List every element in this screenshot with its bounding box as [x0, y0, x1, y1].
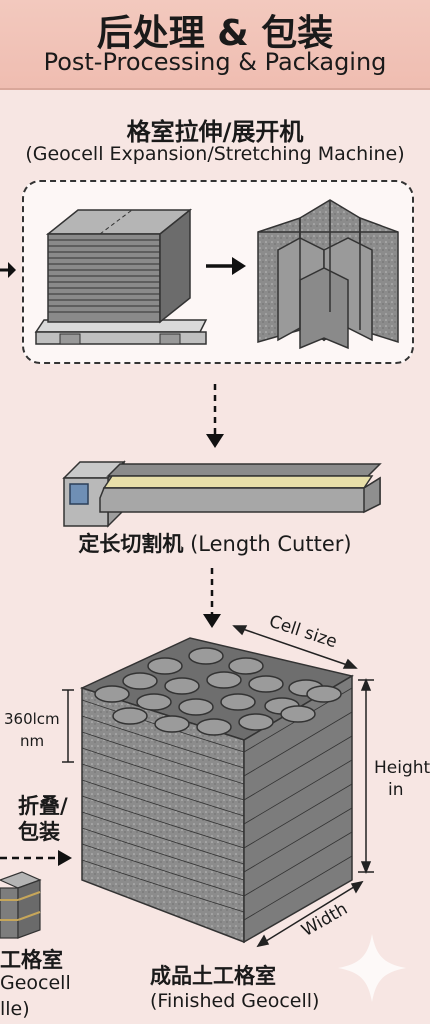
length-cutter-label: 定长切割机 (Length Cutter)	[0, 528, 430, 558]
expand-arrow-icon	[206, 257, 246, 275]
length-cutter-label-en: (Length Cutter)	[190, 532, 352, 556]
packed-bundle-label-en2: lle)	[0, 998, 30, 1020]
incoming-arrow-icon	[0, 262, 16, 278]
expansion-title-en: (Geocell Expansion/Stretching Machine)	[25, 143, 405, 165]
length-cutter-machine-icon	[62, 460, 382, 528]
expanded-geocell-icon	[257, 199, 399, 350]
height-label-line1: Height	[374, 758, 430, 778]
page-header: 后处理 & 包装 Post-Processing & Packaging	[0, 0, 430, 90]
flow-arrow-down-icon	[206, 384, 224, 448]
finished-geocell-label-en: (Finished Geocell)	[150, 990, 320, 1012]
finished-geocell-label-zh: 成品土工格室	[150, 964, 276, 988]
flow-arrow-down-icon	[203, 568, 221, 628]
packed-bundle-label-zh: 工格室	[0, 948, 63, 972]
flat-strip-stack-icon	[34, 208, 208, 345]
height-dimension	[358, 677, 374, 875]
cell-size-dimension	[232, 625, 358, 669]
header-title-zh: 后处理 & 包装	[96, 13, 334, 54]
packed-bundle-label-en1: Geocell	[0, 972, 71, 994]
width-dimension	[256, 880, 364, 948]
height-label-line2: in	[388, 780, 404, 800]
header-title-en: Post-Processing & Packaging	[43, 48, 387, 76]
packed-bundle-icon	[0, 871, 42, 939]
fold-pack-label-line2: 包装	[18, 820, 60, 844]
depth-label-line2: nm	[20, 732, 45, 750]
expansion-title-zh: 格室拉伸/展开机	[126, 118, 304, 146]
sparkle-icon	[338, 934, 406, 1002]
depth-label-line1: 360lcm	[4, 710, 60, 728]
finished-geocell-block-icon	[79, 637, 354, 944]
fold-pack-arrow-icon	[0, 850, 72, 866]
depth-dimension	[62, 689, 74, 763]
length-cutter-label-zh: 定长切割机	[78, 532, 184, 556]
fold-pack-label-line1: 折叠/	[18, 794, 68, 818]
